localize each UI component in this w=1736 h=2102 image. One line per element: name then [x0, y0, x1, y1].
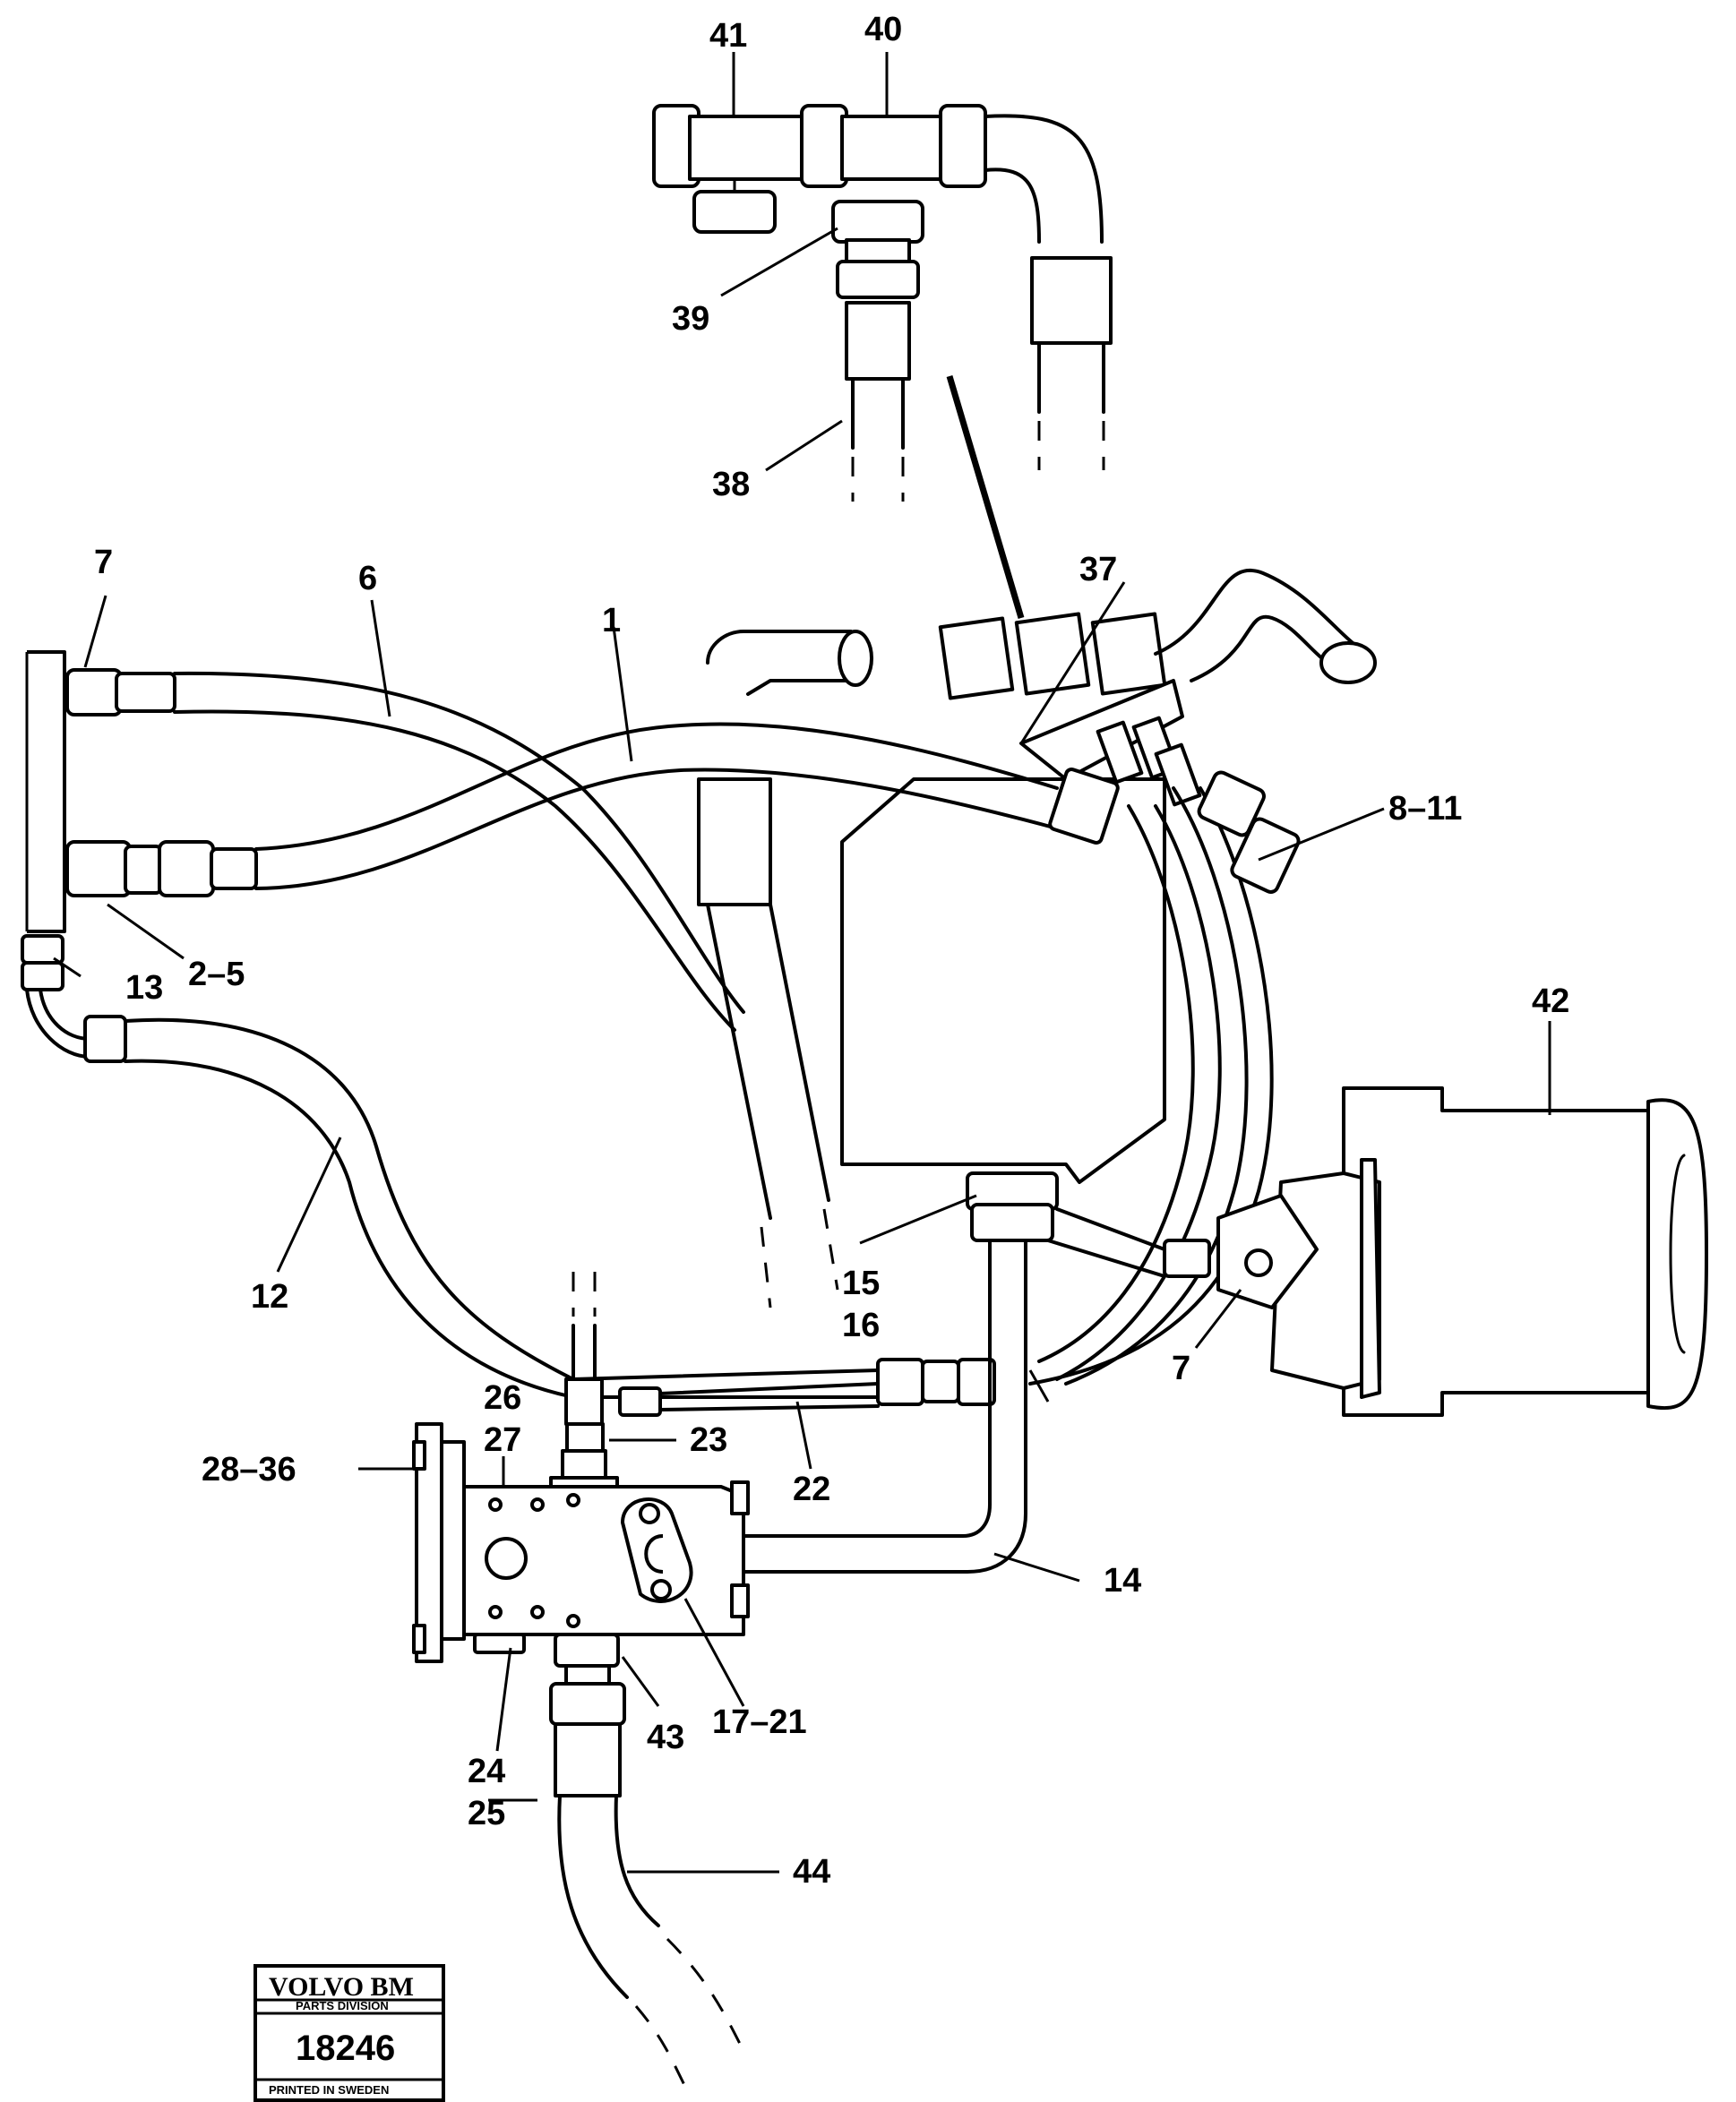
- callout-15: 15: [842, 1265, 880, 1302]
- hose-12: [21, 934, 996, 1406]
- callout-42: 42: [1532, 982, 1569, 1020]
- hose-1: [65, 722, 1120, 897]
- callout-7-top: 7: [94, 544, 113, 581]
- motor-42: [1046, 1086, 1708, 1417]
- callout-38: 38: [712, 466, 750, 503]
- valve-block: [697, 630, 1166, 1308]
- volvo-bm-parts-stamp: VOLVO BM PARTS DIVISION 18246 PRINTED IN…: [254, 1964, 445, 2102]
- callout-39: 39: [672, 300, 709, 338]
- callout-labels: 41 40 39 38 37 7 6 1 8–11 2–5 13 42 12 1…: [94, 11, 1569, 1891]
- left-mounting-plate: [25, 650, 66, 933]
- hose-14: [661, 1171, 1059, 1574]
- callout-37: 37: [1079, 551, 1117, 588]
- callout-8-11: 8–11: [1388, 790, 1462, 828]
- callout-16: 16: [842, 1307, 880, 1344]
- stamp-brand: VOLVO BM: [269, 1972, 414, 2002]
- callout-7-motor: 7: [1172, 1350, 1190, 1387]
- callout-43: 43: [647, 1719, 684, 1756]
- callout-41: 41: [709, 17, 747, 55]
- callout-22: 22: [793, 1471, 830, 1508]
- callout-25: 25: [468, 1795, 505, 1832]
- callout-26: 26: [484, 1379, 521, 1417]
- callout-40: 40: [864, 11, 902, 48]
- stamp-division: PARTS DIVISION: [296, 1999, 389, 2012]
- callout-13: 13: [125, 969, 163, 1007]
- stamp-printed: PRINTED IN SWEDEN: [269, 2083, 389, 2097]
- callout-44: 44: [793, 1853, 830, 1891]
- callout-6: 6: [358, 560, 377, 597]
- block-43: [412, 1422, 750, 2088]
- callout-17-21: 17–21: [712, 1703, 807, 1741]
- callout-14: 14: [1104, 1562, 1141, 1600]
- callout-24: 24: [468, 1753, 505, 1790]
- tee-23-assembly: [549, 1272, 880, 1506]
- top-fitting-assembly: [652, 104, 1113, 619]
- callout-27: 27: [484, 1421, 521, 1459]
- stamp-number: 18246: [296, 2029, 395, 2068]
- right-loop-hoses: [1028, 716, 1301, 1386]
- callout-23: 23: [690, 1421, 727, 1459]
- leader-lines: [53, 52, 1551, 1874]
- callout-12: 12: [251, 1278, 288, 1316]
- callout-2-5: 2–5: [188, 956, 245, 993]
- callout-1: 1: [602, 602, 621, 639]
- callout-28-36: 28–36: [202, 1451, 296, 1489]
